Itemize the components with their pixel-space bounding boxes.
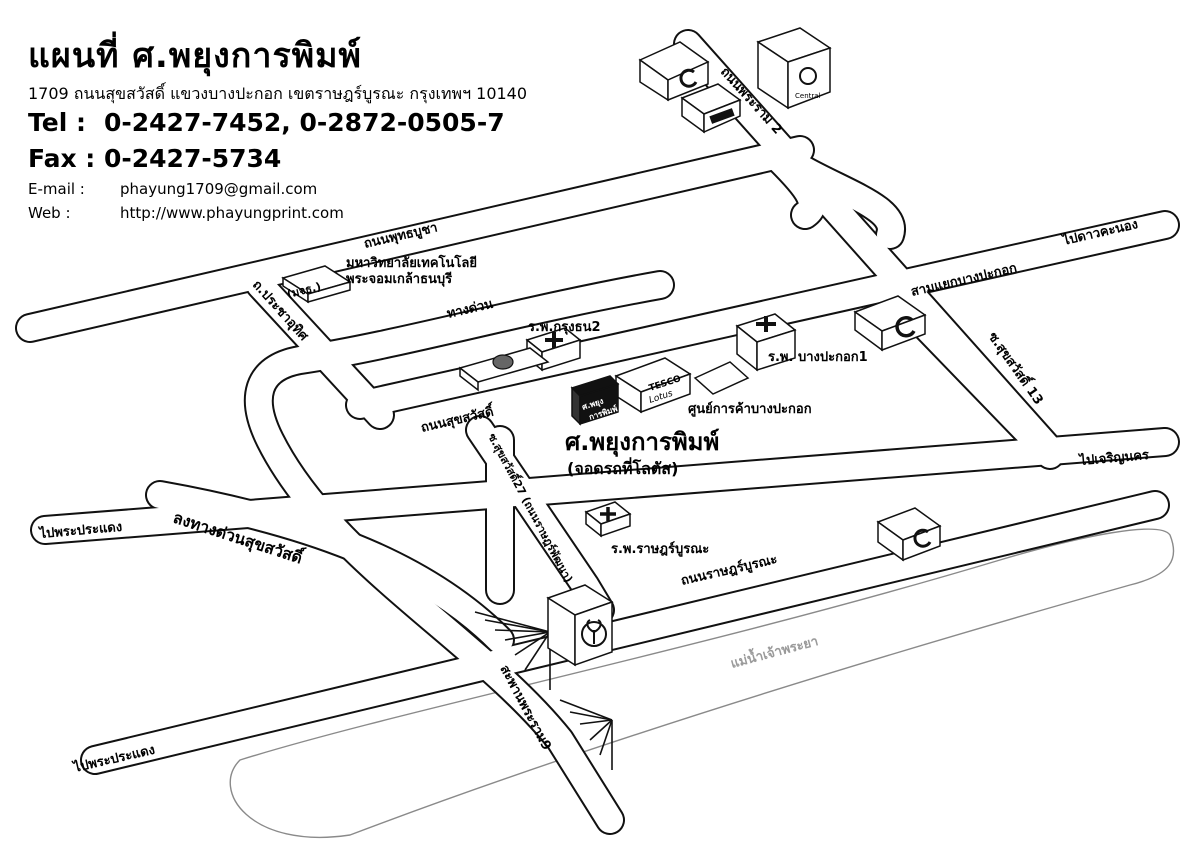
email-value: phayung1709@gmail.com bbox=[120, 180, 318, 198]
shop-parking-label: (จอดรถที่โลตัส) bbox=[567, 457, 678, 478]
big-c-store-icon bbox=[876, 507, 942, 562]
central-store-icon: Central bbox=[756, 27, 832, 110]
central-logo-text: Central bbox=[795, 92, 821, 100]
hospital-cross-icon bbox=[735, 313, 797, 372]
phayung-shop-box-icon: ศ.พยุง การพิมพ์ bbox=[570, 375, 620, 426]
chao-phraya-river bbox=[229, 528, 1175, 838]
road-label-to-charoen-nakhon: ไปเจริญนคร bbox=[1077, 446, 1150, 469]
tesco-lotus-icon: TESCO Lotus bbox=[614, 357, 692, 414]
phone-label: Tel : bbox=[28, 108, 86, 137]
hospital-ratburana-label: ร.พ.ราษฎร์บูรณะ bbox=[611, 541, 709, 557]
rama9-bridge-icon bbox=[474, 611, 613, 770]
shopping-center-label: ศูนย์การค้าบางปะกอก bbox=[688, 401, 812, 417]
web-value: http://www.phayungprint.com bbox=[120, 204, 344, 222]
map-title: แผนที่ ศ.พยุงการพิมพ์ bbox=[28, 36, 362, 76]
bank-icon bbox=[546, 584, 614, 667]
email-row: E-mail : phayung1709@gmail.com bbox=[28, 180, 317, 198]
shop-address: 1709 ถนนสุขสวัสดิ์ แขวงบางปะกอก เขตราษฎร… bbox=[28, 84, 528, 103]
shopping-mall-icon bbox=[680, 83, 742, 134]
phone-row: Tel : 0-2427-7452, 0-2872-0505-7 bbox=[28, 108, 505, 137]
web-row: Web : http://www.phayungprint.com bbox=[28, 204, 344, 222]
email-label: E-mail : bbox=[28, 180, 85, 198]
kmutt-label-line1: มหาวิทยาลัยเทคโนโลยี bbox=[346, 254, 477, 271]
hospital-krungthon-label: ร.พ.กรุงธน2 bbox=[528, 320, 601, 335]
fax-value: 0-2427-5734 bbox=[104, 144, 282, 173]
building-logo-icon bbox=[458, 347, 550, 392]
shop-name-label: ศ.พยุงการพิมพ์ bbox=[565, 428, 719, 458]
web-label: Web : bbox=[28, 204, 71, 222]
hospital-bangpakok-label: ร.พ. บางปะกอก1 bbox=[768, 350, 868, 365]
fax-label: Fax : bbox=[28, 144, 96, 173]
phone-value: 0-2427-7452, 0-2872-0505-7 bbox=[104, 108, 505, 137]
hospital-cross-icon bbox=[584, 501, 632, 538]
big-c-store-icon bbox=[638, 41, 710, 102]
kmutt-building-icon bbox=[281, 265, 352, 304]
shopping-center-icon bbox=[693, 361, 750, 395]
fax-row: Fax : 0-2427-5734 bbox=[28, 144, 281, 173]
big-c-store-icon bbox=[853, 295, 927, 352]
hospital-cross-icon bbox=[525, 327, 582, 372]
kmutt-label-line2: พระจอมเกล้าธนบุรี bbox=[346, 271, 452, 287]
